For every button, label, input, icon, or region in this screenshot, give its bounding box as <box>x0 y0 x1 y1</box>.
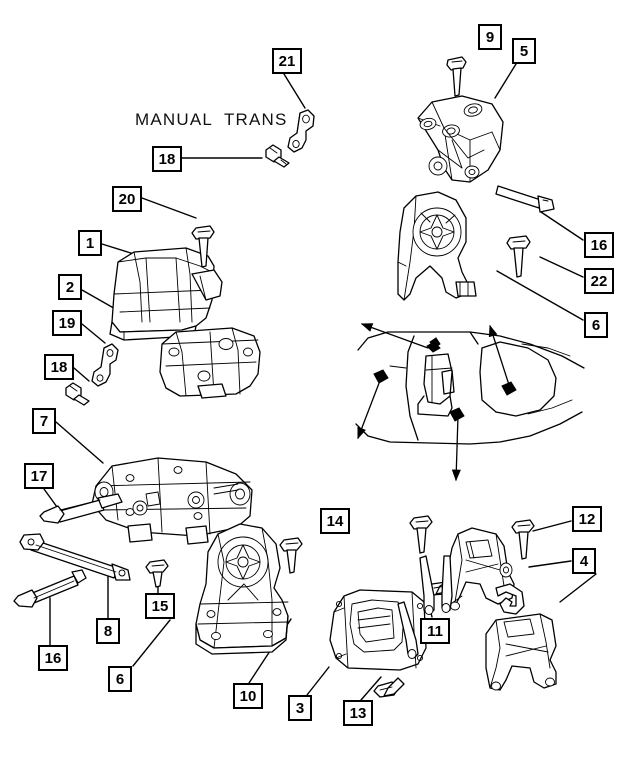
callout-4[interactable]: 4 <box>572 548 596 574</box>
part-trans-mount-3 <box>329 589 427 671</box>
part-bolt-13 <box>373 677 405 698</box>
callout-18-upper[interactable]: 18 <box>152 146 182 172</box>
part-vehicle-schematic-14 <box>355 323 585 482</box>
callout-20[interactable]: 20 <box>112 186 142 212</box>
part-rod-11b <box>419 555 435 615</box>
part-bolt-15 <box>145 559 169 588</box>
callout-1[interactable]: 1 <box>78 230 102 256</box>
part-rod-11a <box>397 601 419 659</box>
part-bracket-4-lower <box>485 613 557 691</box>
callout-9[interactable]: 9 <box>478 24 502 50</box>
callout-22[interactable]: 22 <box>584 268 614 294</box>
callout-11[interactable]: 11 <box>420 618 450 644</box>
callout-16-left[interactable]: 16 <box>38 645 68 671</box>
part-bolt-12 <box>511 519 535 560</box>
part-link-rod-8 <box>19 533 131 581</box>
part-bracket-5 <box>417 95 504 183</box>
part-mount-bracket-2 <box>159 327 261 399</box>
callout-3[interactable]: 3 <box>288 695 312 721</box>
callout-12[interactable]: 12 <box>572 506 602 532</box>
part-bolt-16-left <box>13 569 87 608</box>
part-isolator-mount-6-right <box>397 191 477 301</box>
callout-16-right[interactable]: 16 <box>584 232 614 258</box>
part-right-mount-4 <box>445 527 525 615</box>
part-bolt-18-upper <box>265 144 290 168</box>
part-link-rod-17 <box>39 493 123 524</box>
callout-14[interactable]: 14 <box>320 508 350 534</box>
leader-lines <box>43 63 597 701</box>
callout-2[interactable]: 2 <box>58 274 82 300</box>
manual-trans-label: MANUAL TRANS <box>135 110 288 129</box>
callout-13[interactable]: 13 <box>343 700 373 726</box>
part-bracket-19 <box>91 343 119 387</box>
part-bolt-18-lower <box>65 382 90 406</box>
part-bolt-13b <box>409 515 433 554</box>
part-front-mount-10 <box>195 523 289 655</box>
part-bolt-10-upper <box>279 537 303 574</box>
callout-19[interactable]: 19 <box>52 310 82 336</box>
callout-10[interactable]: 10 <box>233 683 263 709</box>
part-crossmember-7 <box>91 457 253 545</box>
part-bolt-9 <box>446 56 467 97</box>
part-rod-11c <box>441 555 453 613</box>
part-bracket-21 <box>287 109 315 153</box>
part-bolt-22 <box>506 235 531 278</box>
callout-6-left[interactable]: 6 <box>108 666 132 692</box>
callout-5[interactable]: 5 <box>512 38 536 64</box>
callout-6-right[interactable]: 6 <box>584 312 608 338</box>
callout-21[interactable]: 21 <box>272 48 302 74</box>
callout-7[interactable]: 7 <box>32 408 56 434</box>
callout-15[interactable]: 15 <box>145 593 175 619</box>
part-bolt-20 <box>191 225 215 268</box>
callout-17[interactable]: 17 <box>24 463 54 489</box>
callout-8[interactable]: 8 <box>96 618 120 644</box>
part-bolt-16-right <box>495 185 555 213</box>
callout-18-lower[interactable]: 18 <box>44 354 74 380</box>
